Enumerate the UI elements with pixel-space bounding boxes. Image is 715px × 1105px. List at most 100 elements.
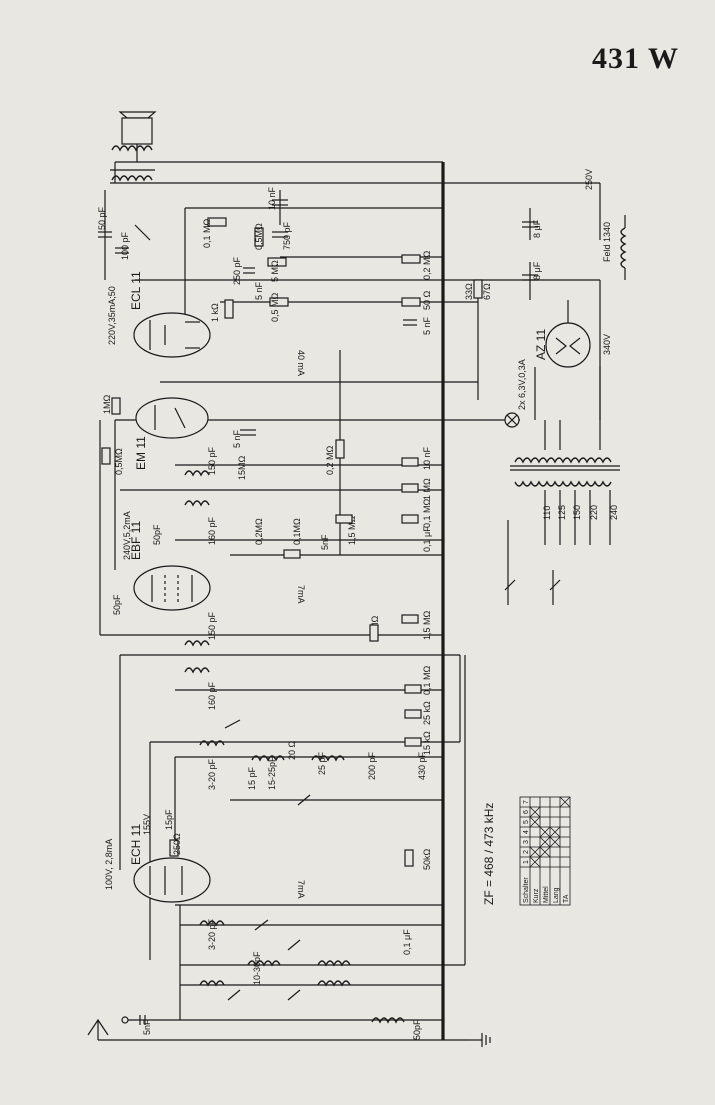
antenna <box>87 1016 129 1040</box>
switch-table-mark <box>549 826 561 838</box>
r-50ohm <box>401 297 421 307</box>
c-5nf-c-label: 5nF <box>320 534 330 550</box>
c-50pf-ant-label: 50pF <box>412 1019 422 1040</box>
r-67ohm-label: 67Ω <box>482 283 492 300</box>
r-02mohm-em-label: 0,2 MΩ <box>325 445 335 475</box>
dc-340-label: 340V <box>602 334 612 355</box>
r-01mohm-d-label: 0,1 MΩ <box>422 665 432 695</box>
switch-table-mark <box>529 806 541 818</box>
c-10-30pf-label: 10-30pF <box>252 951 262 985</box>
switch-2 <box>287 939 301 951</box>
tube-az11: AZ 11 340V <box>534 300 612 420</box>
r-05mohm-b <box>269 297 289 307</box>
switch-table-header-cell: 1 <box>523 860 530 864</box>
switch-table-mark <box>539 826 551 838</box>
osc-coil-3 <box>311 755 345 762</box>
field-coil-label: Feld 1340 <box>602 222 612 262</box>
switch-table-mark <box>539 836 551 848</box>
r-05mohm-em-label: 0,5MΩ <box>114 448 124 475</box>
speaker <box>114 111 157 183</box>
c-5nf-b-label: 5 nF <box>422 316 432 335</box>
rf-coil-1 <box>199 920 225 927</box>
r-33ohm <box>473 279 483 299</box>
power-section: 2x 6,3V,0,3A 110 125 150 220 240 <box>504 359 620 605</box>
switch-table-mark <box>539 846 551 858</box>
tube-ech11-voltage2: 155V <box>142 814 152 835</box>
switch-table-header-cell: 4 <box>523 830 530 834</box>
tube-ech11-voltage: 100V, 2,8mA <box>104 839 114 890</box>
switch-table-mark <box>549 836 561 848</box>
switch-table-header-cell: Schalter <box>523 877 530 903</box>
mains-switch-b <box>549 579 561 591</box>
r-5mohm-label: 5 MΩ <box>270 260 280 282</box>
r-20ohm-label: 20 Ω <box>287 740 297 760</box>
tube-ech11: ECH 11 100V, 2,8mA 155V 7mA 250Ω <box>104 814 306 903</box>
r-1mohm <box>111 397 121 415</box>
tube-em11: EM 11 1MΩ 0,5MΩ 5 nF 0,2 MΩ <box>101 394 345 475</box>
c-150pf-b-label: 150 pF <box>207 611 217 640</box>
r-02mohm-a-label: 0,2 MΩ <box>422 250 432 280</box>
if2-coil-b <box>184 667 210 674</box>
tap-150: 150 <box>572 505 582 520</box>
r-02mohm-b-label: 0,2MΩ <box>254 518 264 545</box>
c-10nf-top-label: 10 nF <box>267 186 277 210</box>
switch-table-frame <box>519 796 571 906</box>
r-15kohm-label: 15 kΩ <box>422 731 432 755</box>
c-3-20pf-b-label: 3-20 pF <box>207 918 217 950</box>
tube-ech11-label: ECH 11 <box>129 824 143 865</box>
switch-1 <box>227 989 241 1001</box>
c-250pf-label: 250 pF <box>232 256 242 285</box>
switch-table-header-cell: 5 <box>523 820 530 824</box>
r-1mohm-b-label: 1 MΩ <box>422 478 432 500</box>
tube-ebf11-voltage: 240V,5,2mA <box>122 511 132 560</box>
r-05mohm-a <box>254 227 264 247</box>
switch-table-header-cell: 3 <box>523 840 530 844</box>
r-01mohm-c-label: 0,1 MΩ <box>422 498 432 528</box>
c-01uf-b-label: 0,1 μF <box>402 929 412 955</box>
c-50pf-ebf-label: 50pF <box>152 524 162 545</box>
switch-table-row-label: Mittel <box>543 886 550 903</box>
pilot-lamp-label: 2x 6,3V,0,3A <box>517 359 527 410</box>
r-50ohm-label: 50 Ω <box>422 290 432 310</box>
tube-ebf11-label: EBF 11 <box>129 521 143 560</box>
osc-coil-1 <box>199 740 225 747</box>
ecl-section-parts: 0,1 MΩ 10 nF 750 pF 0,5MΩ 5 MΩ 250 pF 5 … <box>97 169 594 335</box>
if2-coil-a <box>184 640 210 647</box>
switch-table-mark <box>559 796 571 808</box>
tube-ecl11: ECL 11 220V,35mA;50 40 mA <box>107 271 306 376</box>
r-05mohm-em <box>101 447 111 465</box>
switch-5 <box>297 794 311 806</box>
r-1kohm <box>224 299 234 319</box>
r-15mohm-pot-label: 1,5 MΩ <box>347 515 357 545</box>
switch-table-mark <box>529 846 541 858</box>
ant-coil-1 <box>199 980 225 987</box>
c-50pf-out-label: 50 pF <box>97 206 107 230</box>
switch-table-row-label: TA <box>563 894 570 903</box>
c-200pf-label: 200 pF <box>367 751 377 780</box>
switch-table-mark <box>529 856 541 868</box>
tap-110: 110 <box>542 506 552 520</box>
tube-ebf11-current: 7mA <box>296 585 306 604</box>
switch-3 <box>254 919 269 931</box>
ground-symbol <box>470 1033 491 1047</box>
rf-coil-2 <box>247 960 281 967</box>
r-1mohm-label: 1MΩ <box>102 394 112 414</box>
c-50pf-ebf2-label: 50pF <box>112 594 122 615</box>
c-8uf-1-label: 8 μF <box>532 219 542 238</box>
dc-250-label: 250V <box>584 169 594 190</box>
tube-ebf11: EBF 11 240V,5,2mA 7mA <box>122 511 306 611</box>
r-05mohm-a-label: 0,5MΩ <box>254 223 264 250</box>
transformer-secondary <box>514 457 612 464</box>
switch-2b <box>287 989 301 1001</box>
tap-220: 220 <box>589 505 599 520</box>
field-coil: Feld 1340 <box>602 215 627 280</box>
r-02mohm-em <box>335 439 345 459</box>
r-01mohm-a <box>207 217 227 227</box>
c-100pf-label: 100 pF <box>120 231 130 260</box>
c-15pf-b-label: 15pF <box>164 809 174 830</box>
if1-coil-b <box>184 500 210 507</box>
r-1kohm-label: 1 kΩ <box>210 303 220 322</box>
switch-table-mark <box>529 816 541 828</box>
ant-coil-3 <box>371 1017 405 1024</box>
c-5nf-ant-label: 5nF <box>142 1019 152 1035</box>
